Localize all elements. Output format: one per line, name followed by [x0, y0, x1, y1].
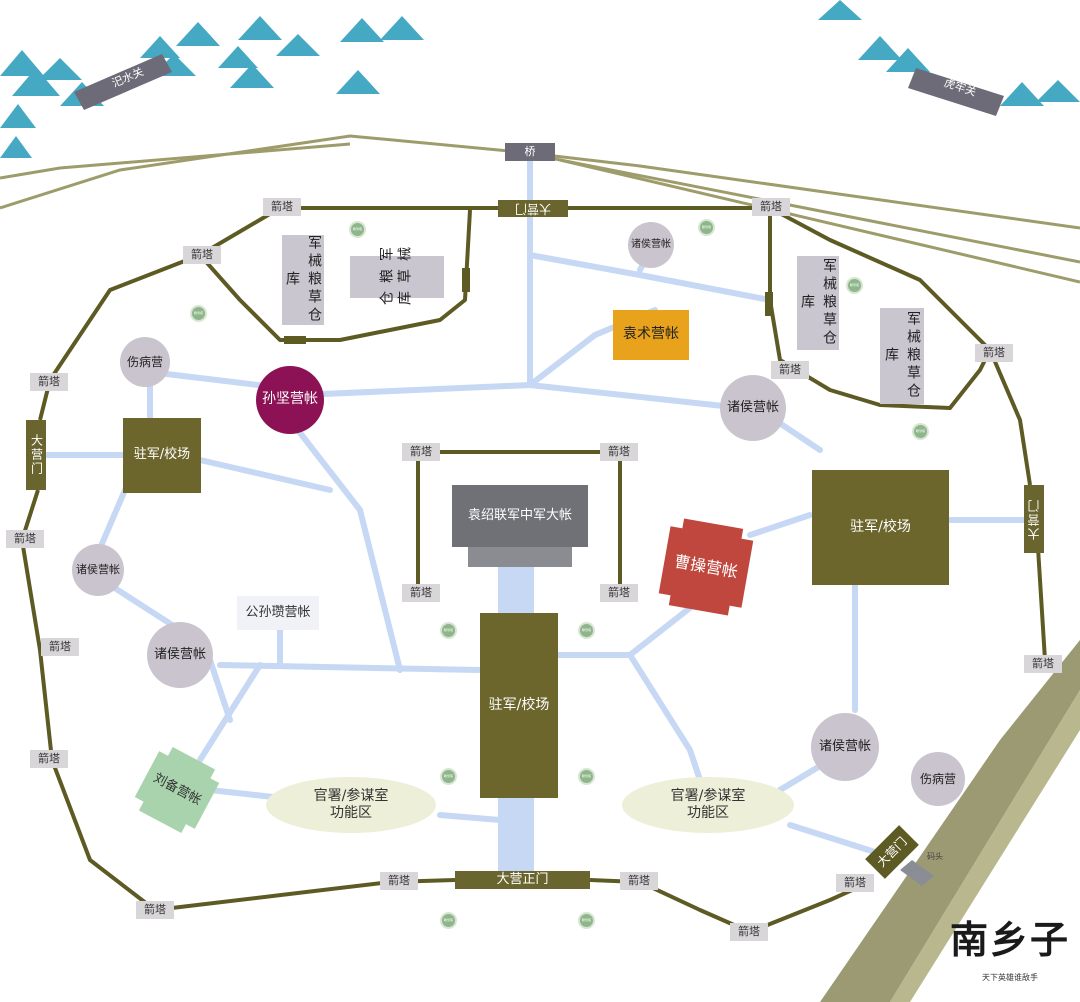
- watchtower-icon: 瞭望塔: [440, 912, 457, 929]
- arrow-tower: 箭塔: [975, 344, 1013, 362]
- office-west-line2: 功能区: [330, 805, 372, 821]
- southeast-gate-shape: [865, 825, 919, 879]
- mountain-range-icon: [0, 0, 1080, 158]
- office-east-line1: 官署/参谋室: [670, 787, 746, 804]
- arrow-tower: 箭塔: [41, 638, 79, 656]
- cao-cao-tent-shape: [658, 518, 754, 616]
- arrow-tower: 箭塔: [771, 361, 809, 379]
- sishui-pass-sign: [74, 54, 172, 110]
- outer-boundary-lines: [0, 134, 1080, 284]
- watchtower-icon: 瞭望塔: [440, 622, 457, 639]
- lords-tent-top[interactable]: 诸侯营帐: [628, 222, 674, 268]
- watchtower-icon: 瞭望塔: [912, 423, 929, 440]
- watchtower-icon: 瞭望塔: [578, 768, 595, 785]
- infirmary-east[interactable]: 伤病营: [911, 752, 965, 806]
- watchtower-icon: 瞭望塔: [190, 305, 207, 322]
- lords-tent-southeast[interactable]: 诸侯营帐: [811, 713, 879, 781]
- arrow-tower: 箭塔: [402, 443, 440, 461]
- watchtower-icon: 瞭望塔: [440, 768, 457, 785]
- arrow-tower: 箭塔: [600, 584, 638, 602]
- watchtower-icon: 瞭望塔: [578, 622, 595, 639]
- arrow-tower: 箭塔: [752, 198, 790, 216]
- arrow-tower: 箭塔: [6, 530, 44, 548]
- watchtower-icon: 瞭望塔: [698, 219, 715, 236]
- office-east[interactable]: 官署/参谋室 功能区: [622, 777, 794, 833]
- office-west[interactable]: 官署/参谋室 功能区: [266, 777, 436, 833]
- watchtower-icon: 瞭望塔: [846, 277, 863, 294]
- watchtower-icon: 瞭望塔: [349, 221, 366, 238]
- gongsun-zan-tent[interactable]: 公孙瓒营帐: [237, 596, 319, 630]
- depot-ne-left[interactable]: 军械粮草仓库: [797, 256, 839, 350]
- arrow-tower: 箭塔: [620, 872, 658, 890]
- drill-ground-west[interactable]: 驻军/校场: [123, 418, 201, 493]
- sun-jian-tent[interactable]: 孙坚营帐: [256, 366, 324, 434]
- liu-bei-tent-shape: [134, 746, 220, 834]
- office-east-line2: 功能区: [687, 805, 729, 821]
- arrow-tower: 箭塔: [402, 584, 440, 602]
- pier-shape: [900, 860, 934, 886]
- cao-cao-tent[interactable]: 曹操营帐: [672, 551, 740, 582]
- arrow-tower: 箭塔: [263, 198, 301, 216]
- east-gate[interactable]: 大营门: [1024, 485, 1044, 553]
- depot-label: 军械粮草仓库: [284, 235, 322, 325]
- lords-tent-east[interactable]: 诸侯营帐: [720, 375, 786, 441]
- lords-tent-west-large[interactable]: 诸侯营帐: [147, 622, 213, 688]
- gate-post: [765, 292, 773, 316]
- gate-post: [462, 268, 470, 292]
- infirmary-west[interactable]: 伤病营: [120, 337, 170, 387]
- road-network: [37, 157, 1028, 863]
- river: [820, 640, 1080, 1002]
- arrow-tower: 箭塔: [600, 443, 638, 461]
- south-main-gate[interactable]: 大营正门: [455, 871, 590, 889]
- pier-label: 码头: [927, 852, 943, 861]
- lords-tent-west-small[interactable]: 诸侯营帐: [72, 544, 124, 596]
- arrow-tower: 箭塔: [380, 872, 418, 890]
- hulao-pass-sign: [908, 68, 1004, 116]
- bridge-label: 桥: [505, 143, 555, 161]
- depot-label: 军械粮草仓库: [799, 258, 837, 348]
- logo-sub: 天下英雄谁敌手: [982, 973, 1038, 982]
- arrow-tower: 箭塔: [136, 901, 174, 919]
- arrow-tower: 箭塔: [730, 923, 768, 941]
- depot-label: 军械粮草仓库: [379, 247, 415, 307]
- arrow-tower: 箭塔: [836, 874, 874, 892]
- yuan-shao-tent[interactable]: 袁绍联军中军大帐: [467, 507, 572, 523]
- west-gate[interactable]: 大营门: [26, 420, 46, 490]
- depot-label: 军械粮草仓库: [883, 311, 921, 401]
- north-gate[interactable]: 大营门: [498, 200, 568, 217]
- gate-post: [284, 336, 306, 344]
- west-gate-label: 大营门: [29, 434, 44, 476]
- yuan-shao-tent-shape: [452, 485, 588, 567]
- depot-nw-rotated[interactable]: 军械粮草仓库: [350, 247, 444, 307]
- office-west-line1: 官署/参谋室: [313, 787, 389, 804]
- arrow-tower: 箭塔: [30, 750, 68, 768]
- drill-ground-east[interactable]: 驻军/校场: [812, 470, 949, 585]
- east-gate-label: 大营门: [1026, 498, 1041, 540]
- arrow-tower: 箭塔: [183, 246, 221, 264]
- depot-nw[interactable]: 军械粮草仓库: [282, 235, 324, 325]
- yuan-shu-tent[interactable]: 袁术营帐: [613, 310, 689, 360]
- watchtower-icon: 瞭望塔: [578, 912, 595, 929]
- depot-ne-right[interactable]: 军械粮草仓库: [880, 308, 924, 404]
- arrow-tower: 箭塔: [30, 373, 68, 391]
- arrow-tower: 箭塔: [1024, 655, 1062, 673]
- drill-ground-center[interactable]: 驻军/校场: [480, 613, 558, 798]
- logo-main: 南乡子: [950, 917, 1071, 963]
